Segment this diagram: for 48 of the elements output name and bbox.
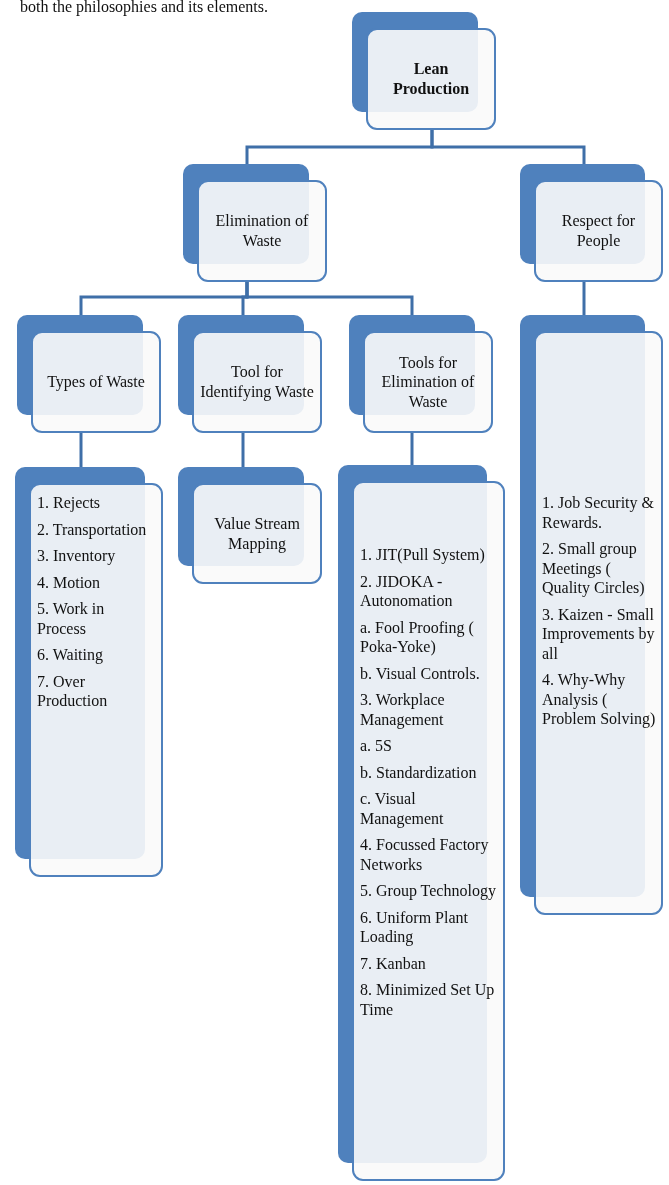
box-title: Elimination of Waste <box>214 211 310 251</box>
connector-line <box>582 282 586 315</box>
list-box <box>338 465 505 1181</box>
list-box <box>15 467 163 877</box>
list-item: 7. Over Production <box>37 671 109 711</box>
list-item: 1. Job Security & Rewards. <box>542 493 655 533</box>
category-box <box>520 164 663 282</box>
list-item: 5. Work in Process <box>37 599 106 639</box>
list-item: b. Standardization <box>360 762 477 783</box>
list-item: 2. Small group Meetings ( Quality Circles) <box>542 539 646 598</box>
box-title: Tools for Elimination of Waste <box>380 352 476 412</box>
list-item: a. 5S <box>360 736 392 756</box>
list-item: 4. Why-Why Analysis ( Problem Solving) <box>542 670 657 729</box>
list-item: 4. Focussed Factory Networks <box>360 835 490 875</box>
list-item: 5. Group Technology <box>360 881 496 901</box>
box-title: Value Stream Mapping <box>213 514 301 553</box>
connector-line <box>241 433 245 467</box>
connector-line <box>245 282 414 315</box>
connector-line <box>410 433 414 465</box>
box-title: Respect for People <box>560 211 637 251</box>
list-item: 6. Uniform Plant Loading <box>360 907 469 947</box>
caption-text: both the philosophies and its elements. <box>20 0 268 16</box>
list-item: 2. Transportation <box>37 519 147 540</box>
connector-line <box>430 130 586 164</box>
list-item: b. Visual Controls. <box>360 663 480 684</box>
list-item: 3. Kaizen - Small Improvements by all <box>542 604 656 664</box>
box-title: Types of Waste <box>47 372 145 392</box>
list-item: c. Visual Management <box>360 789 445 829</box>
list-item: 7. Kanban <box>360 953 426 974</box>
category-box <box>178 315 322 433</box>
category-box <box>352 12 496 130</box>
category-box <box>183 164 327 282</box>
list-item: 3. Workplace Management <box>360 690 446 730</box>
category-box <box>17 315 161 433</box>
list-item: 1. Rejects <box>37 493 101 513</box>
list-item: 4. Motion <box>37 572 101 593</box>
category-box <box>178 467 322 584</box>
box-title: Tool for Identifying Waste <box>200 362 314 402</box>
list-item: 6. Waiting <box>37 645 103 665</box>
list-item: 8. Minimized Set Up Time <box>360 980 496 1020</box>
box-title: Lean Production <box>391 59 471 99</box>
list-item: 3. Inventory <box>37 546 116 566</box>
list-box <box>520 315 663 915</box>
connector-line <box>79 433 83 467</box>
list-item: 2. JIDOKA - Autonomation <box>360 571 454 611</box>
category-box <box>349 315 493 433</box>
list-item: 1. JIT(Pull System) <box>360 545 485 565</box>
list-item: a. Fool Proofing ( Poka-Yoke) <box>360 617 475 657</box>
